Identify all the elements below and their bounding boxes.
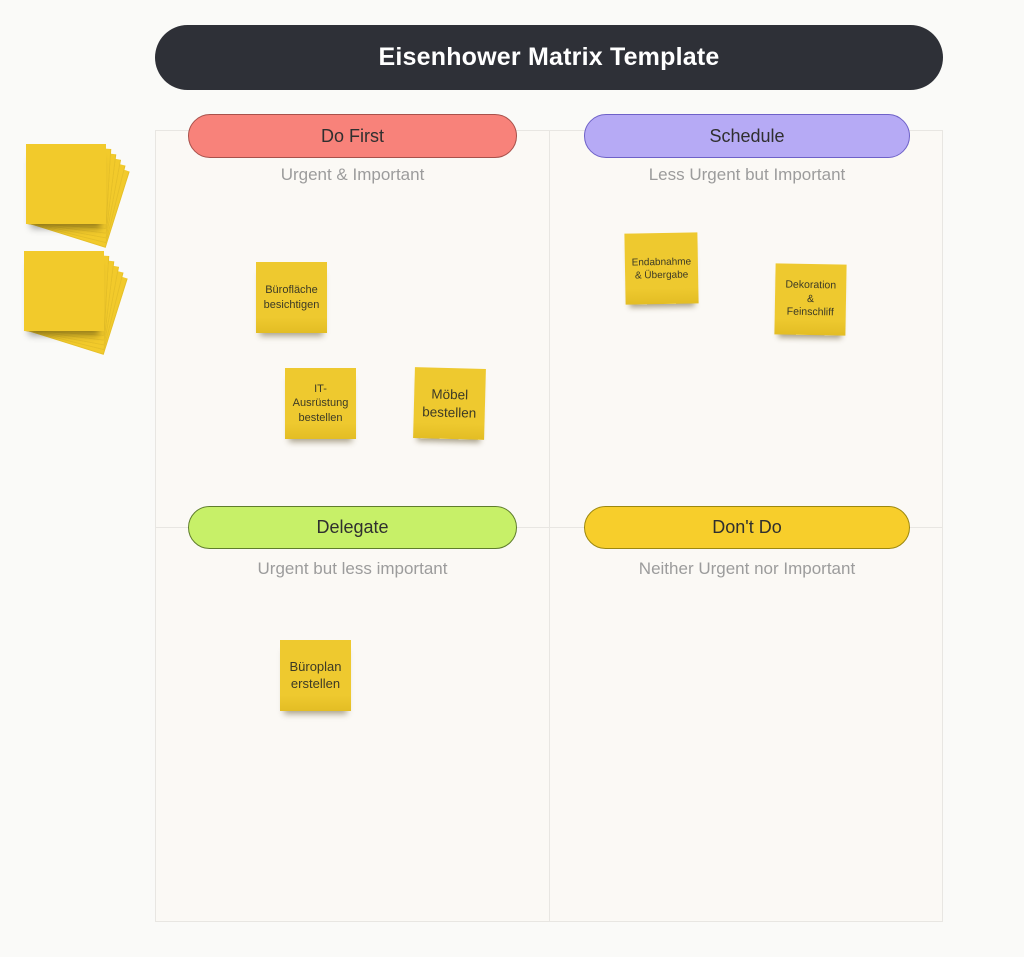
board-title: Eisenhower Matrix Template (378, 43, 720, 71)
quadrant-pill-label: Schedule (709, 125, 785, 146)
quadrant-pill-label: Don't Do (712, 517, 782, 537)
sticky-sheet (24, 251, 104, 331)
quadrant-do-first (156, 131, 549, 527)
matrix-horizontal-divider (156, 527, 942, 528)
board-title-pill: Eisenhower Matrix Template (155, 25, 943, 90)
quadrant-pill-label: Do First (321, 125, 384, 146)
quadrant-subtitle-dont-do: Neither Urgent nor Important (638, 559, 856, 578)
sticky-note[interactable]: IT- Ausrüstung bestellen (285, 368, 356, 439)
quadrant-subtitle-schedule: Less Urgent but Important (648, 165, 846, 184)
sticky-note[interactable]: Büroplan erstellen (280, 640, 351, 711)
quadrant-pill-delegate[interactable]: Delegate (188, 506, 517, 549)
sticky-sheet (26, 144, 106, 224)
quadrant-schedule (550, 131, 943, 527)
sticky-note[interactable]: Dekoration & Feinschliff (774, 263, 847, 336)
quadrant-pill-schedule[interactable]: Schedule (584, 114, 910, 158)
quadrant-subtitle-delegate: Urgent but less important (257, 559, 448, 578)
quadrant-delegate (156, 528, 549, 922)
quadrant-pill-label: Delegate (316, 517, 389, 537)
quadrant-pill-do-first[interactable]: Do First (188, 114, 517, 158)
quadrant-dont-do (550, 528, 943, 922)
sticky-note[interactable]: Bürofläche besichtigen (256, 262, 327, 333)
quadrant-subtitle-do-first: Urgent & Important (280, 165, 425, 184)
quadrant-pill-dont-do[interactable]: Don't Do (584, 506, 910, 549)
matrix-vertical-divider (549, 131, 550, 921)
sticky-note[interactable]: Endabnahme & Übergabe (624, 232, 699, 305)
sticky-note[interactable]: Möbel bestellen (413, 367, 486, 440)
sticky-pad-2[interactable] (20, 245, 128, 355)
sticky-pad-1[interactable] (22, 138, 130, 248)
